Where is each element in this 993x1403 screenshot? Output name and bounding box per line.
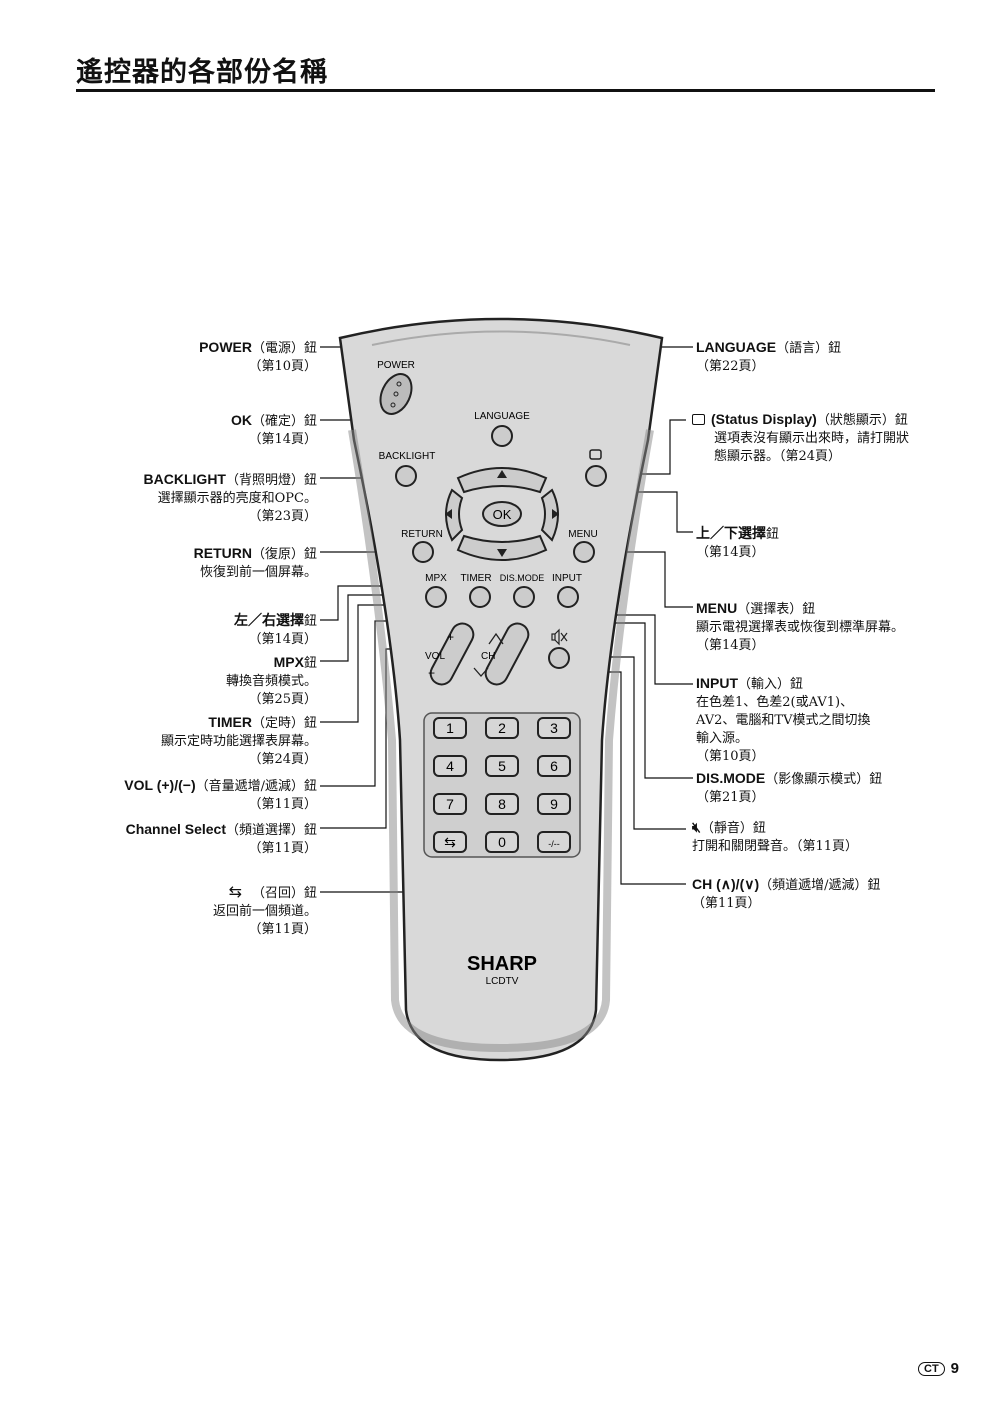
callout-language: LANGUAGE（語言）鈕 （第22頁） bbox=[696, 339, 842, 374]
key-2[interactable] bbox=[485, 717, 519, 739]
vol-label: VOL bbox=[425, 651, 445, 662]
key-0-label: 0 bbox=[498, 834, 506, 850]
ch-down-icon bbox=[473, 667, 489, 677]
model-label: LCDTV bbox=[486, 976, 519, 987]
key-6-label: 6 bbox=[550, 758, 558, 774]
timer-button[interactable] bbox=[469, 586, 491, 608]
mpx-button[interactable] bbox=[425, 586, 447, 608]
key-6[interactable] bbox=[537, 755, 571, 777]
callout-vol: VOL (+)/(−)（音量遞增/遞減）鈕 （第11頁） bbox=[124, 777, 317, 812]
callout-updown: 上／下選擇鈕 （第14頁） bbox=[696, 525, 780, 560]
recall-icon: ⇆ bbox=[444, 834, 456, 850]
ch-up-icon bbox=[488, 632, 504, 645]
key-3[interactable] bbox=[537, 717, 571, 739]
key-9[interactable] bbox=[537, 793, 571, 815]
language-label: LANGUAGE bbox=[474, 411, 530, 422]
key-7-label: 7 bbox=[446, 796, 454, 812]
callout-mute: 🔇︎（靜音）鈕 打開和關閉聲音。（第11頁） bbox=[692, 820, 859, 854]
title-rule bbox=[76, 89, 935, 92]
backlight-button[interactable] bbox=[395, 465, 417, 487]
menu-label: MENU bbox=[568, 529, 597, 540]
ok-button[interactable] bbox=[482, 501, 522, 527]
mute-button[interactable] bbox=[548, 647, 570, 669]
vol-minus-label: − bbox=[428, 666, 435, 680]
ch-rocker[interactable] bbox=[482, 620, 532, 689]
status-display-button[interactable] bbox=[585, 465, 607, 487]
key-5[interactable] bbox=[485, 755, 519, 777]
callout-channel: Channel Select（頻道選擇）鈕 （第11頁） bbox=[125, 821, 317, 856]
key-5-label: 5 bbox=[498, 758, 506, 774]
status-display-icon bbox=[589, 449, 602, 460]
power-label: POWER bbox=[377, 360, 415, 371]
dismode-label: DIS.MODE bbox=[500, 573, 545, 583]
callout-timer: TIMER（定時）鈕 顯示定時功能選擇表屏幕。 （第24頁） bbox=[160, 714, 317, 767]
key-8[interactable] bbox=[485, 793, 519, 815]
power-button[interactable] bbox=[374, 369, 417, 419]
key-9-label: 9 bbox=[550, 796, 558, 812]
key-recall[interactable] bbox=[433, 831, 467, 853]
key-1-label: 1 bbox=[446, 720, 454, 736]
ch-label: CH bbox=[481, 651, 495, 662]
timer-label: TIMER bbox=[460, 573, 491, 584]
recall-icon: ⇆ bbox=[228, 882, 242, 901]
callout-dismode: DIS.MODE（影像顯示模式）鈕 （第21頁） bbox=[696, 770, 883, 805]
callout-return: RETURN（復原）鈕 恢復到前一個屏幕。 bbox=[193, 545, 317, 580]
callout-leftright: 左／右選擇鈕 （第14頁） bbox=[233, 612, 317, 647]
key-8-label: 8 bbox=[498, 796, 506, 812]
key-4[interactable] bbox=[433, 755, 467, 777]
return-label: RETURN bbox=[401, 529, 443, 540]
callout-status: (Status Display)（狀態顯示）鈕 選項表沒有顯示出來時，請打開狀 … bbox=[692, 410, 909, 466]
page-title: 遙控器的各部份名稱 bbox=[76, 57, 328, 88]
mute-icon bbox=[551, 628, 568, 646]
vol-rocker[interactable] bbox=[427, 620, 477, 689]
status-display-icon bbox=[692, 414, 705, 425]
key-0[interactable] bbox=[485, 831, 519, 853]
language-button[interactable] bbox=[491, 425, 513, 447]
callout-power: POWER（電源）鈕 （第10頁） bbox=[199, 339, 317, 374]
callout-recall: ⇆（召回）鈕 返回前一個頻道。 （第11頁） bbox=[212, 882, 317, 938]
menu-button[interactable] bbox=[573, 541, 595, 563]
page-number: 9 bbox=[950, 1360, 960, 1377]
callout-mpx: MPX鈕 轉換音頻模式。 （第25頁） bbox=[225, 654, 317, 707]
callout-ch: CH (∧)/(∨)（頻道遞增/遞減）鈕 （第11頁） bbox=[692, 876, 881, 911]
key-1[interactable] bbox=[433, 717, 467, 739]
key-2-label: 2 bbox=[498, 720, 506, 736]
dismode-button[interactable] bbox=[513, 586, 535, 608]
mpx-label: MPX bbox=[425, 573, 447, 584]
return-button[interactable] bbox=[412, 541, 434, 563]
brand-logo: SHARP bbox=[467, 953, 537, 975]
callout-backlight: BACKLIGHT（背照明燈）鈕 選擇顯示器的亮度和OPC。 （第23頁） bbox=[143, 471, 317, 524]
region-badge: CT bbox=[918, 1362, 945, 1376]
vol-plus-label: + bbox=[447, 630, 454, 644]
key-3-label: 3 bbox=[550, 720, 558, 736]
callout-input: INPUT（輸入）鈕 在色差1、色差2(或AV1)、 AV2、電腦和TV模式之間… bbox=[696, 675, 871, 764]
key-4-label: 4 bbox=[446, 758, 454, 774]
input-button[interactable] bbox=[557, 586, 579, 608]
callout-ok: OK（確定）鈕 （第14頁） bbox=[230, 412, 317, 447]
backlight-label: BACKLIGHT bbox=[379, 451, 436, 462]
page-footer: CT 9 bbox=[918, 1360, 959, 1377]
key-7[interactable] bbox=[433, 793, 467, 815]
key-dash-label: -/-- bbox=[548, 839, 560, 849]
keypad-panel bbox=[423, 712, 581, 858]
ok-label: OK bbox=[493, 507, 512, 522]
dpad[interactable] bbox=[445, 467, 559, 561]
input-label: INPUT bbox=[552, 573, 582, 584]
mute-icon: 🔇︎ bbox=[692, 820, 701, 836]
key-dash[interactable] bbox=[537, 831, 571, 853]
callout-menu: MENU（選擇表）鈕 顯示電視選擇表或恢復到標準屏幕。 （第14頁） bbox=[696, 600, 905, 653]
